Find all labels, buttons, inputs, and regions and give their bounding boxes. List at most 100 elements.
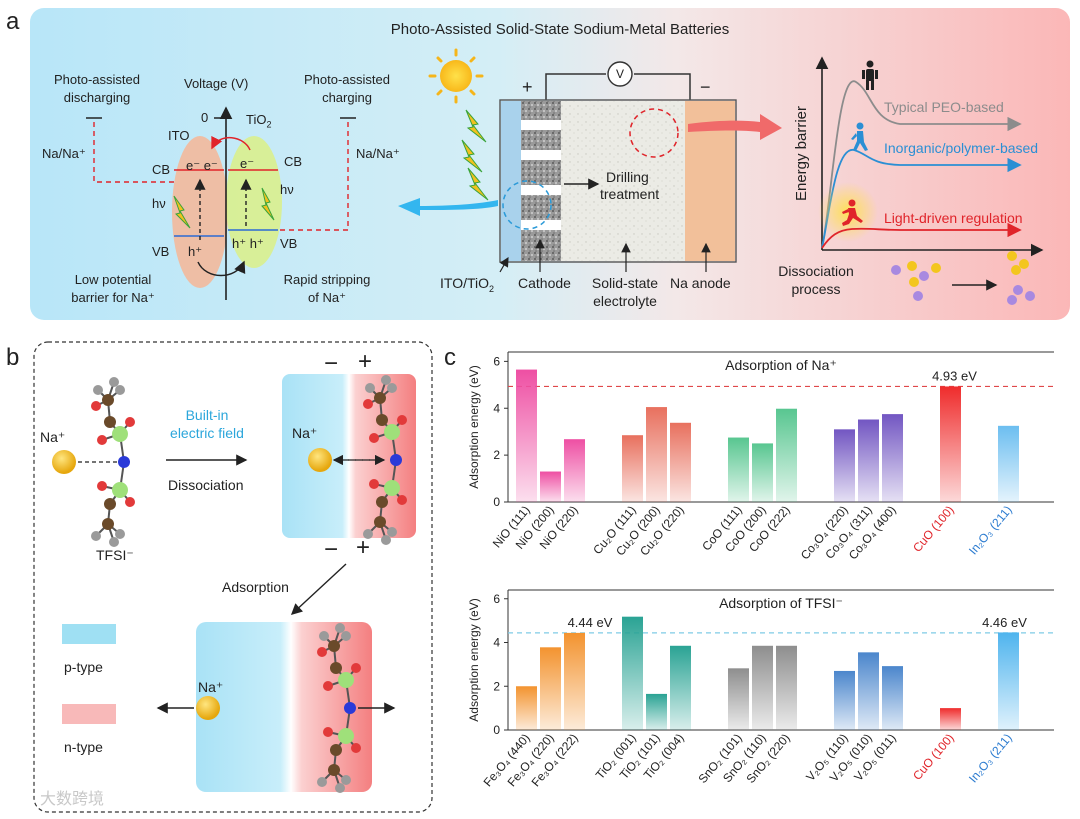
- drilling-2: treatment: [600, 186, 660, 202]
- bar-0-9: [834, 429, 855, 502]
- category-label-0-13: In₂O₃ (211): [966, 503, 1015, 557]
- y-tick-label: 4: [493, 636, 500, 650]
- bar-0-3: [622, 435, 643, 502]
- ito-label: ITO: [168, 128, 190, 143]
- cb-left: CB: [152, 162, 171, 177]
- bar-0-5: [670, 422, 691, 502]
- bar-1-6: [728, 668, 749, 730]
- na-plus-1: Na⁺: [40, 429, 66, 445]
- sun-icon: [428, 48, 484, 104]
- bar-0-0: [516, 369, 537, 502]
- drilling-1: Drilling: [606, 169, 649, 185]
- cb-right: CB: [284, 154, 303, 169]
- plus-top: +: [358, 348, 373, 375]
- bar-0-10: [858, 419, 879, 502]
- built-in-1: Built-in: [185, 407, 229, 423]
- legend-n-type: n-type: [64, 739, 103, 755]
- bar-1-7: [752, 645, 773, 730]
- minus-top: −: [324, 350, 339, 377]
- adsorption-label: Adsorption: [222, 579, 289, 595]
- bar-0-2: [564, 439, 585, 502]
- category-label-0-12: CuO (100): [910, 503, 957, 555]
- na-plus-2: Na⁺: [292, 425, 318, 441]
- bar-0-6: [728, 437, 749, 502]
- y-tick-label: 6: [493, 354, 500, 368]
- panel-c-letter: c: [444, 344, 456, 371]
- photo-charging-2: charging: [322, 90, 372, 105]
- na-left-label: Na/Na⁺: [42, 146, 86, 161]
- running-person-icon: [842, 199, 863, 226]
- battery-minus: −: [700, 77, 711, 97]
- plus-bottom: +: [356, 534, 371, 561]
- panel-b-letter: b: [6, 344, 20, 371]
- bar-0-7: [752, 443, 773, 502]
- electrons-left: e⁻ e⁻: [186, 158, 218, 173]
- bar-1-11: [882, 666, 903, 730]
- reference-value-label-1-a: 4.44 eV: [568, 615, 613, 630]
- dissociation-1: Dissociation: [778, 263, 854, 279]
- energy-barrier-ylabel: Energy barrier: [793, 105, 811, 202]
- bar-1-4: [646, 693, 667, 730]
- ito-tio2-label: ITO/TiO2: [440, 275, 495, 294]
- vb-right: VB: [280, 236, 298, 251]
- curve-peo-label: Typical PEO-based: [884, 99, 1004, 115]
- standing-person-icon: [862, 60, 878, 90]
- bar-1-10: [858, 652, 879, 730]
- electrolyte-2: electrolyte: [593, 293, 657, 309]
- y-tick-label: 0: [493, 495, 500, 509]
- reference-value-label-0: 4.93 eV: [932, 368, 977, 383]
- bar-1-3: [622, 616, 643, 730]
- hole-left: h⁺: [188, 244, 203, 259]
- bar-0-8: [776, 408, 797, 502]
- chart-title-0: Adsorption of Na⁺: [725, 357, 837, 373]
- dissociation-2: process: [791, 281, 841, 297]
- electron-right: e⁻: [240, 156, 255, 171]
- y-axis-label-0: Adsorption energy (eV): [467, 365, 481, 488]
- walking-person-icon: [851, 122, 868, 151]
- legend-p-type: p-type: [64, 659, 103, 675]
- y-tick-label: 0: [493, 723, 500, 737]
- anode-label: Na anode: [670, 275, 731, 291]
- watermark: 大数跨境: [40, 791, 105, 808]
- bar-0-12: [940, 386, 961, 502]
- chart-title-1: Adsorption of TFSI⁻: [719, 595, 843, 611]
- hv-right: hν: [280, 182, 294, 197]
- na-right-label: Na/Na⁺: [356, 146, 400, 161]
- photo-charging-1: Photo-assisted: [304, 72, 390, 87]
- bar-1-8: [776, 645, 797, 730]
- rapid-stripping-2: of Na⁺: [308, 290, 346, 305]
- ion-cluster-right: [1007, 251, 1035, 305]
- low-potential-1: Low potential: [74, 272, 152, 287]
- rapid-stripping-1: Rapid stripping: [283, 272, 371, 287]
- dissociation-label: Dissociation: [168, 477, 244, 493]
- panel-a-figure: [30, 8, 1070, 320]
- y-tick-label: 2: [493, 448, 500, 462]
- y-tick-label: 2: [493, 679, 500, 693]
- built-in-2: electric field: [170, 425, 244, 441]
- category-label-1-13: In₂O₃ (211): [966, 731, 1015, 785]
- voltmeter-label: V: [615, 67, 624, 81]
- y-axis-label-1: Adsorption energy (eV): [467, 598, 481, 721]
- bar-1-12: [940, 708, 961, 730]
- bar-0-1: [540, 471, 561, 502]
- curve-inorganic-label: Inorganic/polymer-based: [884, 140, 1039, 156]
- photo-discharging-1: Photo-assisted: [54, 72, 140, 87]
- vb-left: VB: [152, 244, 170, 259]
- category-label-1-12: CuO (100): [910, 731, 957, 783]
- reference-value-label-1-b: 4.46 eV: [982, 615, 1027, 630]
- bar-0-4: [646, 407, 667, 502]
- y-tick-label: 4: [493, 401, 500, 415]
- panel-a-title: Photo-Assisted Solid-State Sodium-Metal …: [390, 21, 730, 38]
- panel-a-letter: a: [6, 8, 20, 35]
- battery-plus: +: [522, 77, 533, 97]
- bar-1-0: [516, 686, 537, 730]
- voltage-label: Voltage (V): [184, 76, 249, 91]
- cathode-label: Cathode: [518, 275, 571, 291]
- minus-bottom: −: [324, 536, 339, 563]
- zero-label: 0: [201, 110, 209, 125]
- panel-b-figure: [33, 341, 433, 813]
- photo-discharging-2: discharging: [63, 90, 131, 105]
- bar-1-2: [564, 632, 585, 730]
- bar-0-13: [998, 425, 1019, 502]
